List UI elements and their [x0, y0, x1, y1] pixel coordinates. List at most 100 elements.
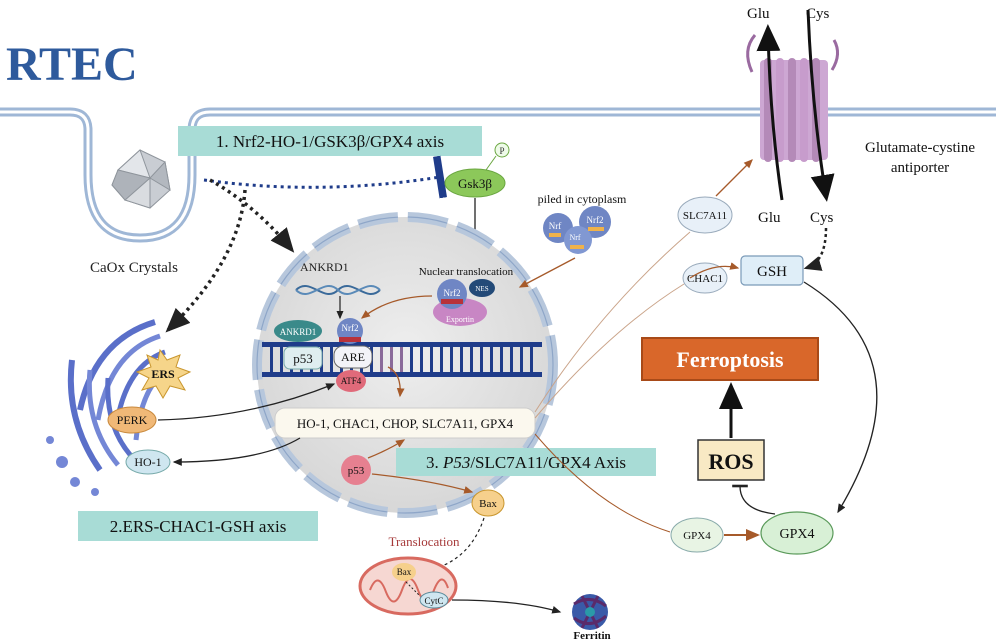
- chac1-protein: [682, 262, 728, 294]
- dna-rung: [420, 347, 423, 372]
- dna-rung: [530, 347, 533, 372]
- targets-to-gpx4-line: [534, 433, 671, 533]
- dna-strand-bottom: [262, 372, 542, 377]
- dna-rung: [470, 347, 473, 372]
- axis2-label: 2.ERS-CHAC1-GSH axis: [110, 517, 287, 536]
- slc7a11-label: SLC7A11: [683, 210, 727, 222]
- gsk3b-protein: [444, 168, 506, 198]
- dna-rung: [440, 347, 443, 372]
- crystal-to-ankrd1-arrow: [209, 178, 295, 253]
- piled-label: piled in cytoplasm: [538, 192, 627, 206]
- ers-label: ERS: [151, 367, 175, 381]
- are-box: [333, 345, 373, 369]
- crystal-to-gsk3b-inhibition: [203, 155, 447, 199]
- dna-helix-icon: [295, 284, 381, 296]
- gsk3b-label: Gsk3β: [458, 176, 492, 191]
- nes-label: NES: [475, 285, 488, 293]
- axis1-box: [178, 126, 482, 156]
- ros-label: ROS: [708, 449, 753, 474]
- dna-rung: [460, 347, 463, 372]
- axis3-box: [396, 448, 656, 476]
- target-genes-label: HO-1, CHAC1, CHOP, SLC7A11, GPX4: [297, 416, 514, 431]
- gsh-label: GSH: [757, 264, 787, 280]
- p53-nuclear-box: [283, 346, 323, 370]
- glu-bottom-label: Glu: [758, 210, 781, 226]
- gpx4-small-label: GPX4: [683, 530, 711, 542]
- translocation-label: Translocation: [388, 534, 460, 549]
- dna-rung: [380, 347, 383, 372]
- nrf2-cluster: [543, 206, 611, 254]
- glutamate-cystine-antiporter: [746, 34, 839, 162]
- glu-export-arrow: [756, 24, 784, 201]
- atf4-label: ATF4: [341, 376, 362, 386]
- dna-rung: [500, 347, 503, 372]
- crystal-to-ers-arrow: [165, 189, 247, 333]
- ferroptosis-box: [641, 337, 819, 381]
- dna-rung: [480, 347, 483, 372]
- p53-to-bax-arrow: [371, 473, 474, 494]
- ho1-label: HO-1: [134, 455, 161, 469]
- bax-mito-label: Bax: [397, 567, 412, 577]
- dna-rung: [280, 347, 283, 372]
- nrf2-cluster-label-a: Nrf: [549, 221, 562, 231]
- nrf2-exportin-complex: [433, 279, 495, 326]
- targets-to-chac1-line: [534, 283, 685, 419]
- are-label: ARE: [341, 350, 365, 364]
- perk-protein: [107, 406, 157, 434]
- dna-rung: [410, 347, 413, 372]
- bax-translocation-arrow: [428, 517, 485, 572]
- axis2-box: [78, 511, 318, 541]
- dna-rung: [400, 347, 403, 372]
- axis3-label: 3. P53/SLC7A11/GPX4 Axis: [426, 453, 626, 472]
- p53-to-targets-arrow: [367, 439, 406, 459]
- transcription-arrow: [387, 366, 405, 398]
- bax-protein: [471, 489, 505, 517]
- dna-rung: [430, 347, 433, 372]
- cell-membrane: [0, 107, 996, 243]
- cytc-protein: [419, 591, 449, 609]
- targets-to-slc7a11-line: [534, 231, 691, 413]
- ankrd1-protein-label: ANKRD1: [280, 327, 317, 337]
- perk-label: PERK: [117, 413, 148, 427]
- antiporter-label-line2: antiporter: [891, 160, 949, 176]
- chac1-to-gsh-arrow: [689, 262, 740, 279]
- dna-strand-top: [262, 342, 542, 347]
- caox-crystals-label: CaOx Crystals: [90, 260, 178, 276]
- dna-rung: [330, 347, 333, 372]
- nrf2-activated-label: Nrf2: [342, 323, 359, 333]
- gpx4-large-label: GPX4: [779, 527, 814, 542]
- ankrd1-protein: [274, 320, 322, 342]
- cell-title: RTEC: [6, 38, 138, 91]
- dna-rung: [520, 347, 523, 372]
- bax-mito-protein: [392, 563, 416, 581]
- ankrd1-gene-label: ANKRD1: [300, 260, 349, 274]
- ferritin-label: Ferritin: [573, 630, 610, 641]
- cytc-label: CytC: [424, 596, 443, 606]
- dna-rung: [490, 347, 493, 372]
- ho1-protein: [125, 449, 171, 475]
- p53-nuclear-label: p53: [293, 351, 313, 366]
- glu-top-label: Glu: [747, 6, 770, 22]
- dna-rung: [270, 347, 273, 372]
- mito-to-ferritin-arrow: [451, 599, 562, 614]
- chac1-label: CHAC1: [687, 273, 723, 285]
- cys-bottom-label: Cys: [810, 210, 834, 226]
- dna-rung: [510, 347, 513, 372]
- ferroptosis-label: Ferroptosis: [676, 347, 784, 372]
- p53-cytoplasm-protein: [341, 455, 371, 485]
- p53-cytoplasm-label: p53: [348, 465, 365, 477]
- cys-import-arrow: [806, 9, 835, 202]
- antiporter-label-line1: Glutamate-cystine: [865, 140, 975, 156]
- nuclear-translocation-label: Nuclear translocation: [419, 266, 514, 278]
- perk-to-atf4-arrow: [157, 383, 336, 421]
- ferritin-icon: [572, 594, 608, 630]
- translocation-into-nucleus-arrow: [360, 295, 433, 319]
- slc7a11-to-antiporter-arrow: [715, 159, 753, 197]
- gsh-box: [740, 255, 804, 286]
- caox-crystal-icon: [111, 149, 171, 209]
- piled-to-translocation-arrow: [518, 257, 576, 288]
- ers-stress-icon: [135, 348, 192, 399]
- phospho-label: P: [499, 146, 504, 156]
- cys-to-gsh-arrow: [803, 227, 828, 271]
